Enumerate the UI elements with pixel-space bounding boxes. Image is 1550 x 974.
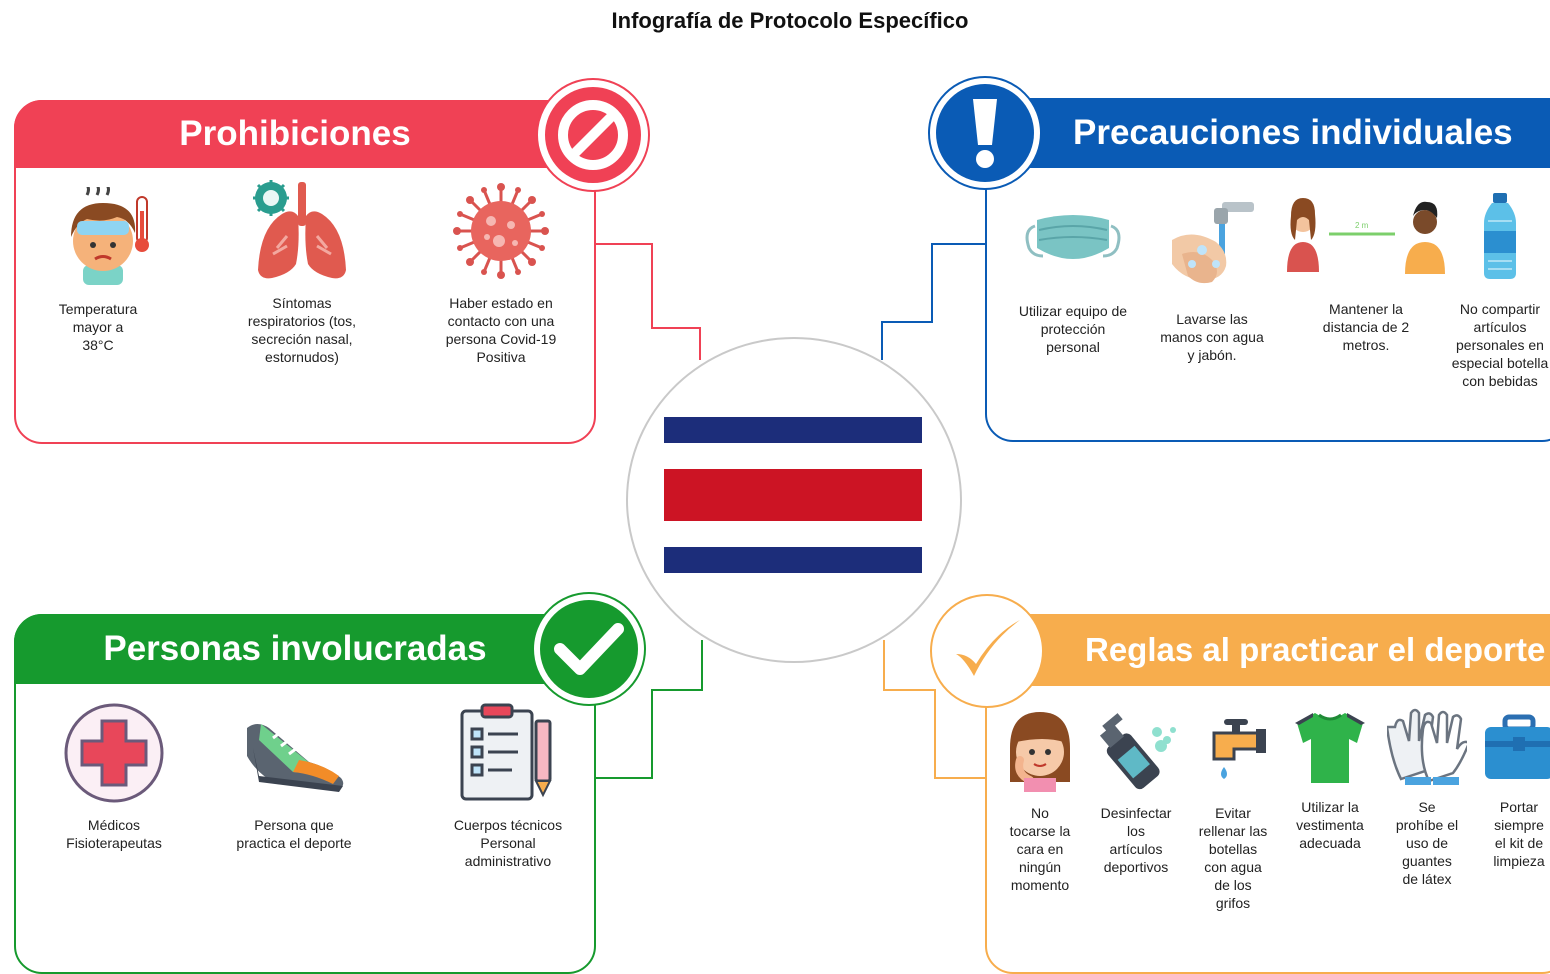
water-tap-icon <box>1212 719 1266 779</box>
prohibiciones-header-label: Prohibiciones <box>179 114 411 153</box>
precauciones-badge <box>928 76 1042 190</box>
prohibiciones-badge <box>536 78 650 192</box>
connector-personas <box>596 640 703 779</box>
precauciones-header-label: Precauciones individuales <box>1073 113 1513 152</box>
personas-item-label: Cuerpos técnicos Personal administrativo <box>453 817 563 869</box>
center-flag-circle <box>626 337 962 663</box>
reglas-item-label: No tocarse la cara en ningún momento <box>1009 805 1071 893</box>
prohibiciones-item-label: Síntomas respiratorios (tos, secreción n… <box>247 295 357 365</box>
reglas-item-label: Utilizar la vestimenta adecuada <box>1296 799 1364 851</box>
cleaning-kit-icon <box>1485 714 1550 779</box>
precauciones-item-label: Mantener la distancia de 2 metros. <box>1322 301 1410 353</box>
prohibiciones-item-sintomas: Síntomas respiratorios (tos, secreción n… <box>232 176 372 366</box>
reglas-header: Reglas al practicar el deporte <box>985 614 1550 686</box>
precauciones-item-label: Utilizar equipo de protección personal <box>1018 303 1128 355</box>
connector-reglas <box>883 640 985 779</box>
exclamation-icon <box>973 99 997 168</box>
personas-item-label: Persona que practica el deporte <box>236 817 352 851</box>
costa-rica-flag <box>664 417 922 573</box>
reglas-item-grifos: Evitar rellenar las botellas con agua de… <box>1188 706 1278 912</box>
precauciones-item-compartir: No compartir artículos personales en esp… <box>1436 186 1550 390</box>
personas-item-deporte: Persona que practica el deporte <box>224 698 364 852</box>
disinfectant-spray-icon <box>1099 713 1176 790</box>
precauciones-item-lavarse: Lavarse las manos con agua y jabón. <box>1148 194 1276 364</box>
reglas-item-desinfectar: Desinfectar los artículos deportivos <box>1090 706 1182 876</box>
reglas-item-label: Evitar rellenar las botellas con agua de… <box>1198 805 1268 911</box>
prohibiciones-header: Prohibiciones <box>14 100 596 168</box>
clipboard-icon <box>460 703 552 801</box>
lungs-icon <box>253 180 346 279</box>
precauciones-header: Precauciones individuales <box>985 98 1550 168</box>
prohibiciones-item-label: Temperatura mayor a 38°C <box>58 301 138 353</box>
personas-item-medicos: Médicos Fisioterapeutas <box>44 698 184 852</box>
connector-prohibiciones <box>596 243 701 360</box>
girl-face-icon <box>1010 712 1070 792</box>
t-shirt-icon <box>1295 713 1365 783</box>
precauciones-item-equipo: Utilizar equipo de protección personal <box>1008 188 1138 356</box>
personas-item-label: Médicos Fisioterapeutas <box>66 817 162 851</box>
reglas-item-vestimenta: Utilizar la vestimenta adecuada <box>1286 700 1374 852</box>
prohibiciones-item-contacto: Haber estado en contacto con una persona… <box>428 176 574 366</box>
reglas-item-guantes: Se prohíbe el uso de guantes de látex <box>1384 700 1470 888</box>
connector-lines <box>596 243 985 779</box>
precauciones-item-distancia: 2 m Mantener la distancia de 2 metros. <box>1284 186 1448 354</box>
orange-checkmark-icon <box>956 620 1020 676</box>
personas-header: Personas involucradas <box>14 614 596 684</box>
face-mask-icon <box>1025 215 1121 259</box>
prohibited-icon <box>558 100 628 170</box>
prohibiciones-item-label: Haber estado en contacto con una persona… <box>445 295 557 365</box>
reglas-item-kit: Portar siempre el kit de limpieza <box>1476 700 1550 870</box>
reglas-header-label: Reglas al practicar el deporte <box>1085 631 1546 668</box>
distance-mark: 2 m <box>1355 221 1369 230</box>
latex-gloves-icon <box>1387 708 1467 785</box>
precauciones-item-label: Lavarse las manos con agua y jabón. <box>1160 311 1264 363</box>
prohibiciones-item-temperatura: Temperatura mayor a 38°C <box>38 182 158 354</box>
personas-badge <box>532 592 646 706</box>
precauciones-item-label: No compartir artículos personales en esp… <box>1451 301 1549 389</box>
reglas-item-label: Desinfectar los artículos deportivos <box>1100 805 1172 875</box>
water-bottle-icon <box>1484 193 1516 279</box>
social-distance-icon: 2 m <box>1287 198 1445 274</box>
virus-icon <box>453 183 549 279</box>
connector-precauciones <box>881 243 985 360</box>
personas-header-label: Personas involucradas <box>103 629 487 668</box>
fever-person-icon <box>71 187 149 285</box>
reglas-badge <box>930 594 1044 708</box>
reglas-item-cara: No tocarse la cara en ningún momento <box>998 706 1082 894</box>
page-title: Infografía de Protocolo Específico <box>611 8 969 33</box>
medical-cross-icon <box>64 703 164 803</box>
hand-washing-icon <box>1172 202 1254 284</box>
sneaker-icon <box>247 724 344 792</box>
checkmark-icon <box>554 623 624 675</box>
personas-item-cuerpos: Cuerpos técnicos Personal administrativo <box>440 698 576 870</box>
reglas-item-label: Se prohíbe el uso de guantes de látex <box>1395 799 1459 887</box>
reglas-item-label: Portar siempre el kit de limpieza <box>1493 799 1545 869</box>
